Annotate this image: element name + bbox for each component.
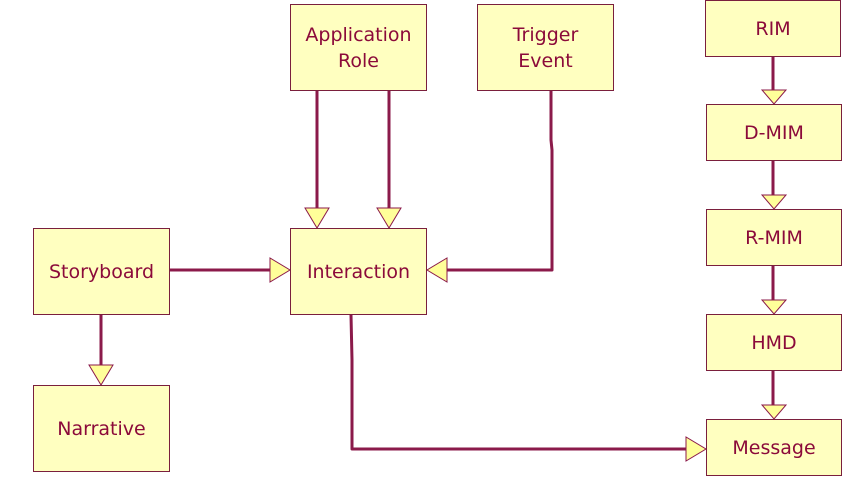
arrowhead-hmd-to-message: [760, 404, 788, 420]
trigger-event-box: Trigger Event: [477, 4, 614, 91]
arrowhead-d-mim-to-r-mim: [760, 194, 788, 210]
application-role-label: Application Role: [305, 23, 412, 72]
d-mim-box: D-MIM: [706, 104, 842, 161]
narrative-label: Narrative: [57, 417, 146, 440]
rim-label: RIM: [755, 17, 791, 40]
connector-interaction-to-message: [349, 314, 686, 451]
trigger-event-label: Trigger Event: [512, 23, 579, 72]
hmd-box: HMD: [706, 314, 842, 371]
connector-trigger-event-to-interaction: [447, 91, 554, 272]
arrowhead-trigger-event-to-interaction: [426, 257, 448, 283]
r-mim-label: R-MIM: [745, 226, 803, 249]
d-mim-label: D-MIM: [744, 121, 804, 144]
storyboard-label: Storyboard: [48, 260, 155, 283]
r-mim-box: R-MIM: [706, 209, 842, 266]
interaction-box: Interaction: [290, 228, 427, 315]
narrative-box: Narrative: [33, 385, 170, 472]
arrowhead-interaction-to-message: [685, 436, 707, 462]
storyboard-box: Storyboard: [33, 228, 170, 315]
arrowhead-r-mim-to-hmd: [760, 299, 788, 315]
arrowhead-storyboard-to-interaction: [269, 257, 291, 283]
message-box: Message: [706, 419, 842, 476]
arrowhead-application-role-to-interaction-left: [304, 207, 330, 229]
arrowhead-storyboard-to-narrative: [88, 364, 114, 386]
interaction-label: Interaction: [306, 260, 411, 283]
arrowhead-application-role-to-interaction-right: [376, 207, 402, 229]
application-role-box: Application Role: [290, 4, 427, 91]
hmd-label: HMD: [751, 331, 797, 354]
arrowhead-rim-to-d-mim: [760, 89, 788, 105]
rim-box: RIM: [705, 0, 841, 57]
message-label: Message: [732, 436, 816, 459]
